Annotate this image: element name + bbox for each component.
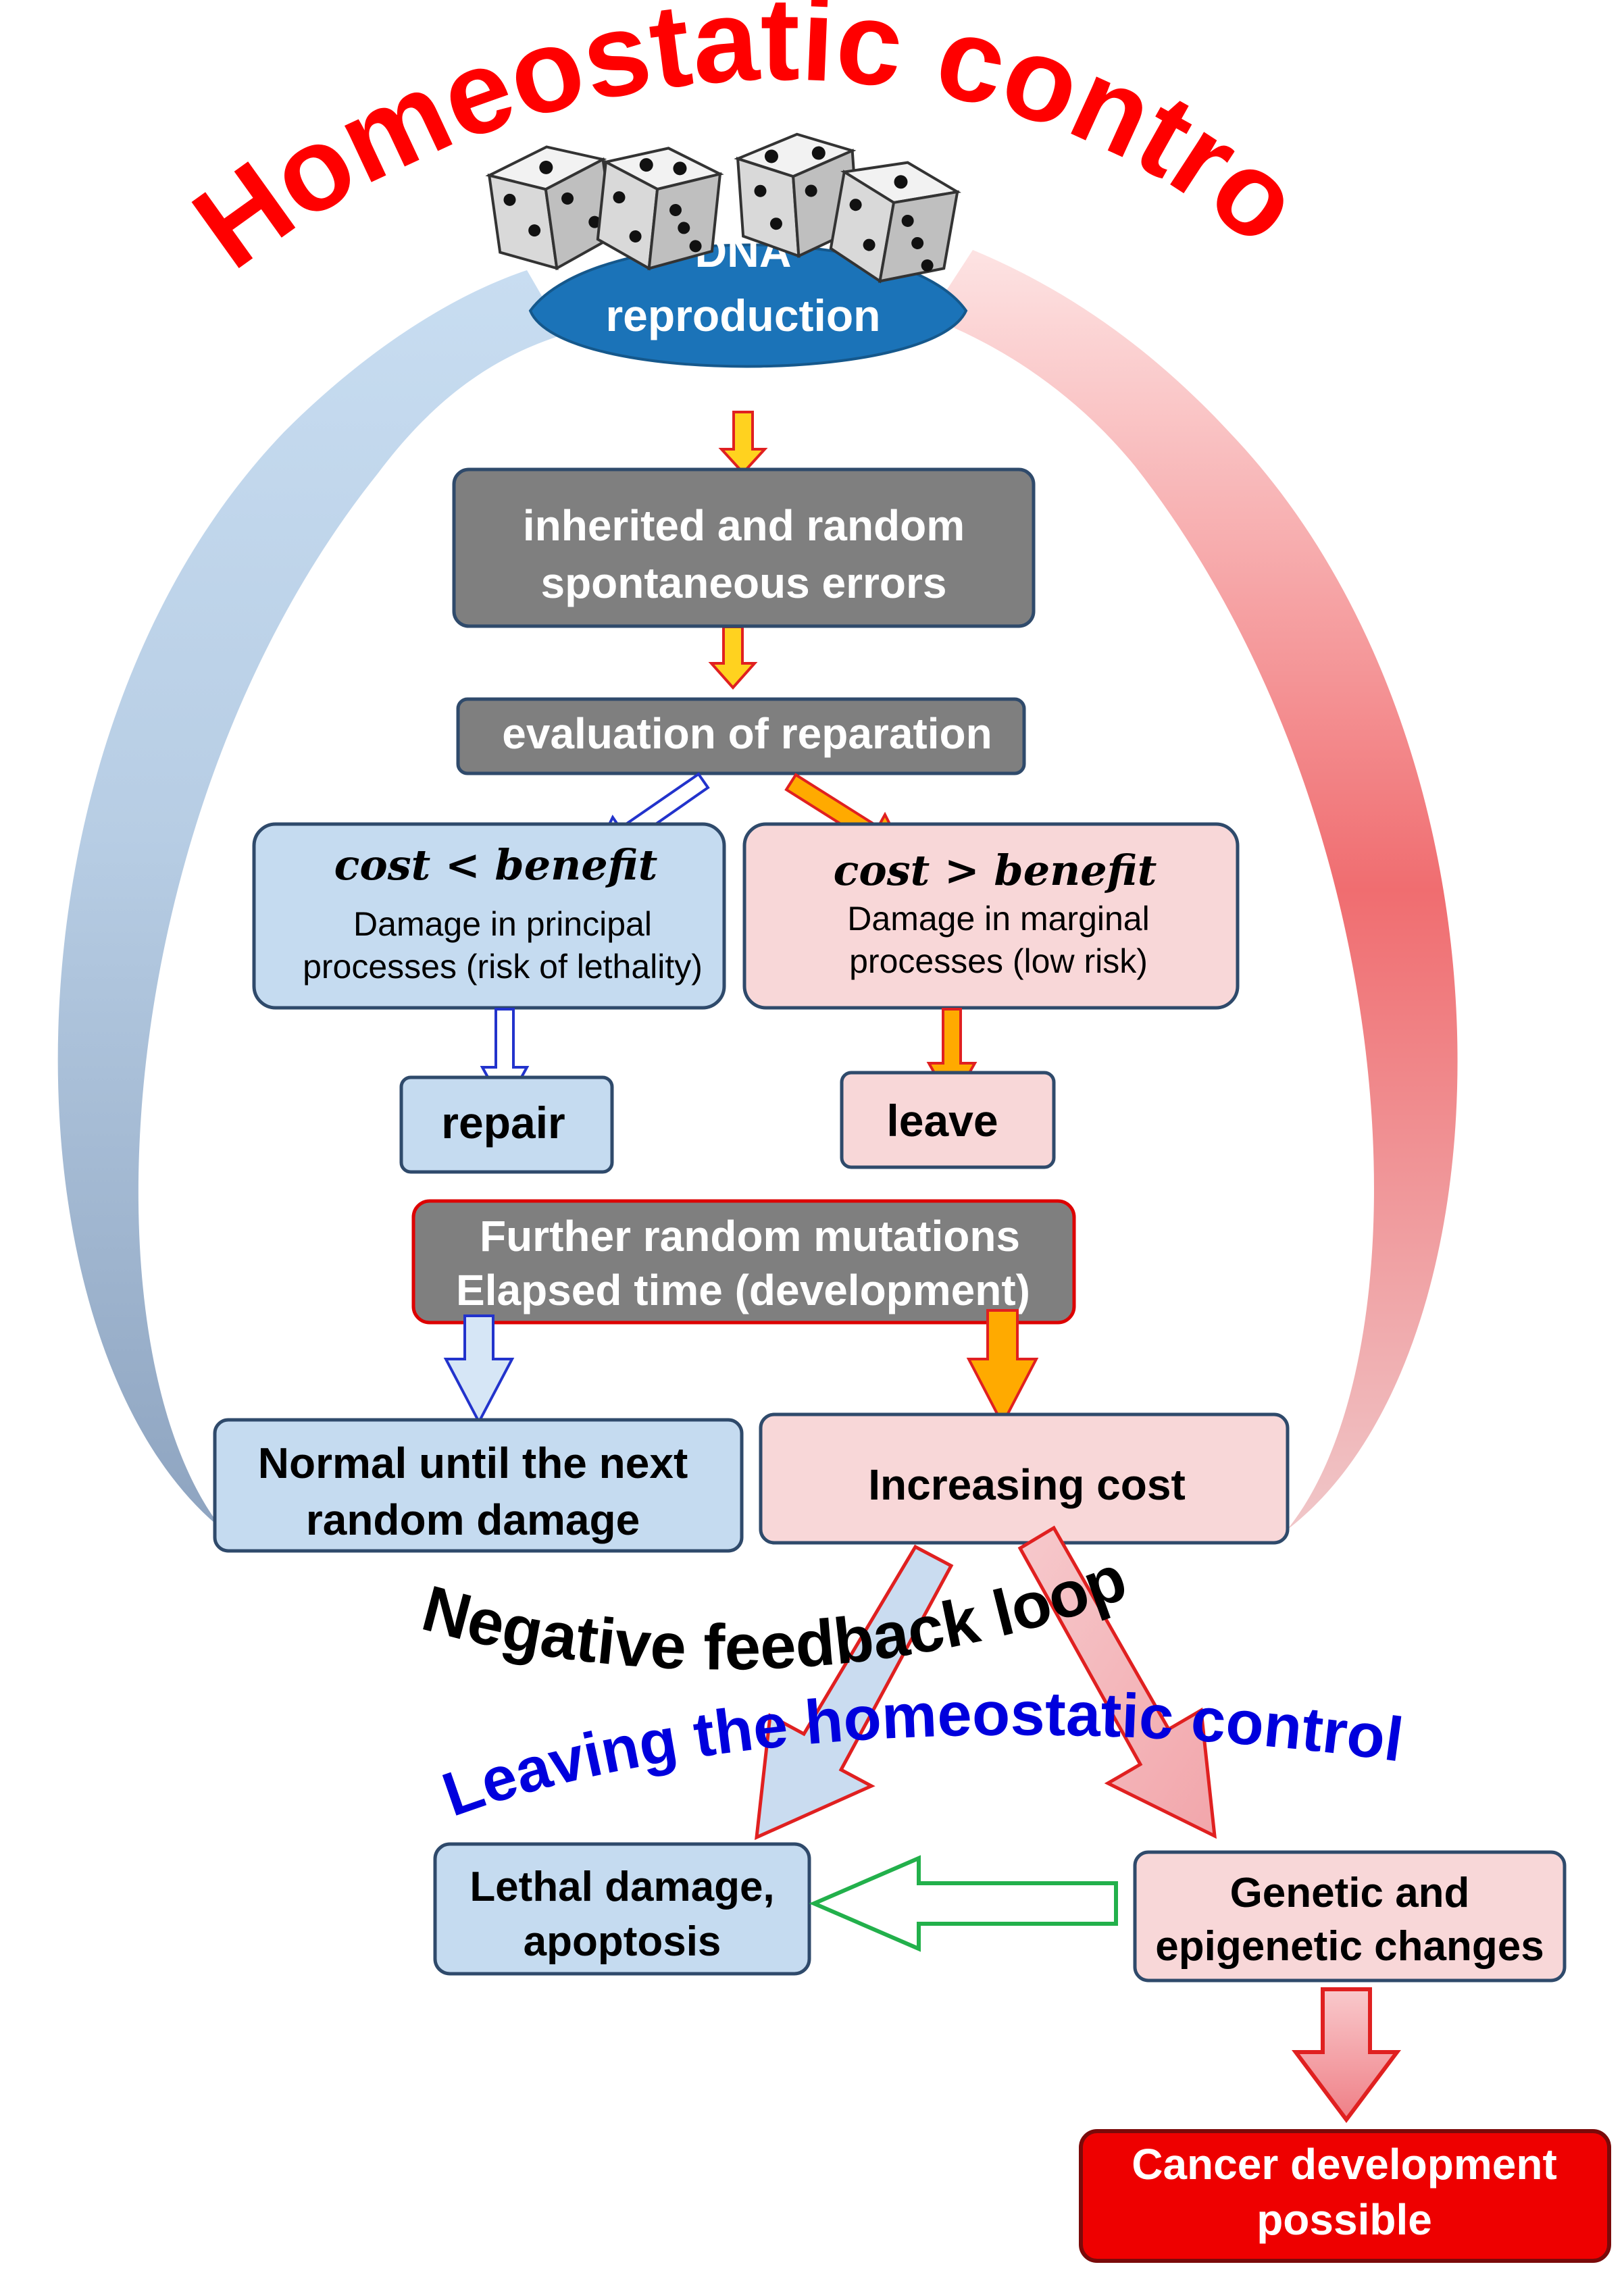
increasing-cost-box (759, 1412, 1290, 1545)
normal-box (213, 1418, 744, 1553)
dice-icon-2 (596, 147, 724, 271)
leaving-control-label: Leaving the homeostatic control (434, 1679, 1407, 1829)
left-branch-box (252, 822, 726, 1010)
inherited-errors-line2: spontaneous errors (540, 559, 946, 607)
dice-icon-4 (829, 161, 961, 284)
repair-label: repair (441, 1098, 565, 1148)
arrow-increasing-to-lethal (755, 1544, 954, 1841)
right-branch-line1: Damage in marginal (847, 900, 1149, 938)
normal-line1: Normal until the next (258, 1439, 688, 1487)
arrow-dna-to-inherited (718, 411, 768, 475)
genetic-changes-line1: Genetic and (1230, 1870, 1470, 1916)
lethal-damage-line1: Lethal damage, (470, 1864, 774, 1910)
right-branch-line2: processes (low risk) (849, 942, 1148, 980)
lethal-damage-box (433, 1842, 811, 1976)
left-branch-formula: cost < benefit (334, 840, 658, 890)
further-mutations-box (411, 1199, 1076, 1325)
leave-label: leave (886, 1096, 998, 1146)
arrow-increasing-to-genetic (1017, 1525, 1217, 1839)
further-mutations-line1: Further random mutations (480, 1212, 1020, 1260)
negative-feedback-arc-left (57, 270, 565, 1530)
normal-line2: random damage (306, 1496, 640, 1544)
arrow-further-to-normal (443, 1314, 515, 1425)
inherited-errors-line1: inherited and random (523, 501, 965, 550)
left-branch-line1: Damage in principal (353, 905, 652, 943)
cancer-line2: possible (1257, 2195, 1432, 2244)
evaluation-box (456, 697, 1026, 775)
right-branch-box (742, 822, 1240, 1010)
leave-box (840, 1071, 1056, 1169)
left-branch-line2: processes (risk of lethality) (303, 948, 703, 986)
dice-icon-1 (485, 145, 615, 271)
leaving-control-path: Leaving the homeostatic control (434, 1679, 1407, 1829)
dna-error-line2: reproduction (606, 290, 881, 340)
cancer-box (1079, 2129, 1611, 2263)
genetic-changes-box (1133, 1850, 1567, 1983)
further-mutations-line2: Elapsed time (development) (456, 1266, 1030, 1314)
dna-error-line3: error (691, 351, 795, 401)
lethal-damage-line2: apoptosis (524, 1918, 721, 1965)
arrow-further-to-increasing (966, 1309, 1039, 1427)
arrow-genetic-to-lethal (809, 1855, 1118, 1952)
arrow-genetic-to-cancer (1292, 1987, 1401, 2123)
right-branch-formula: cost > benefit (834, 846, 1157, 895)
repair-box (399, 1075, 614, 1174)
genetic-changes-line2: epigenetic changes (1155, 1923, 1544, 1970)
cancer-line1: Cancer development (1132, 2140, 1557, 2189)
arrow-inherited-to-evaluation (708, 625, 758, 690)
negative-feedback-arc-right (929, 250, 1458, 1530)
increasing-cost-label: Increasing cost (868, 1460, 1186, 1509)
evaluation-label: evaluation of reparation (502, 709, 992, 758)
inherited-errors-box (452, 467, 1036, 628)
